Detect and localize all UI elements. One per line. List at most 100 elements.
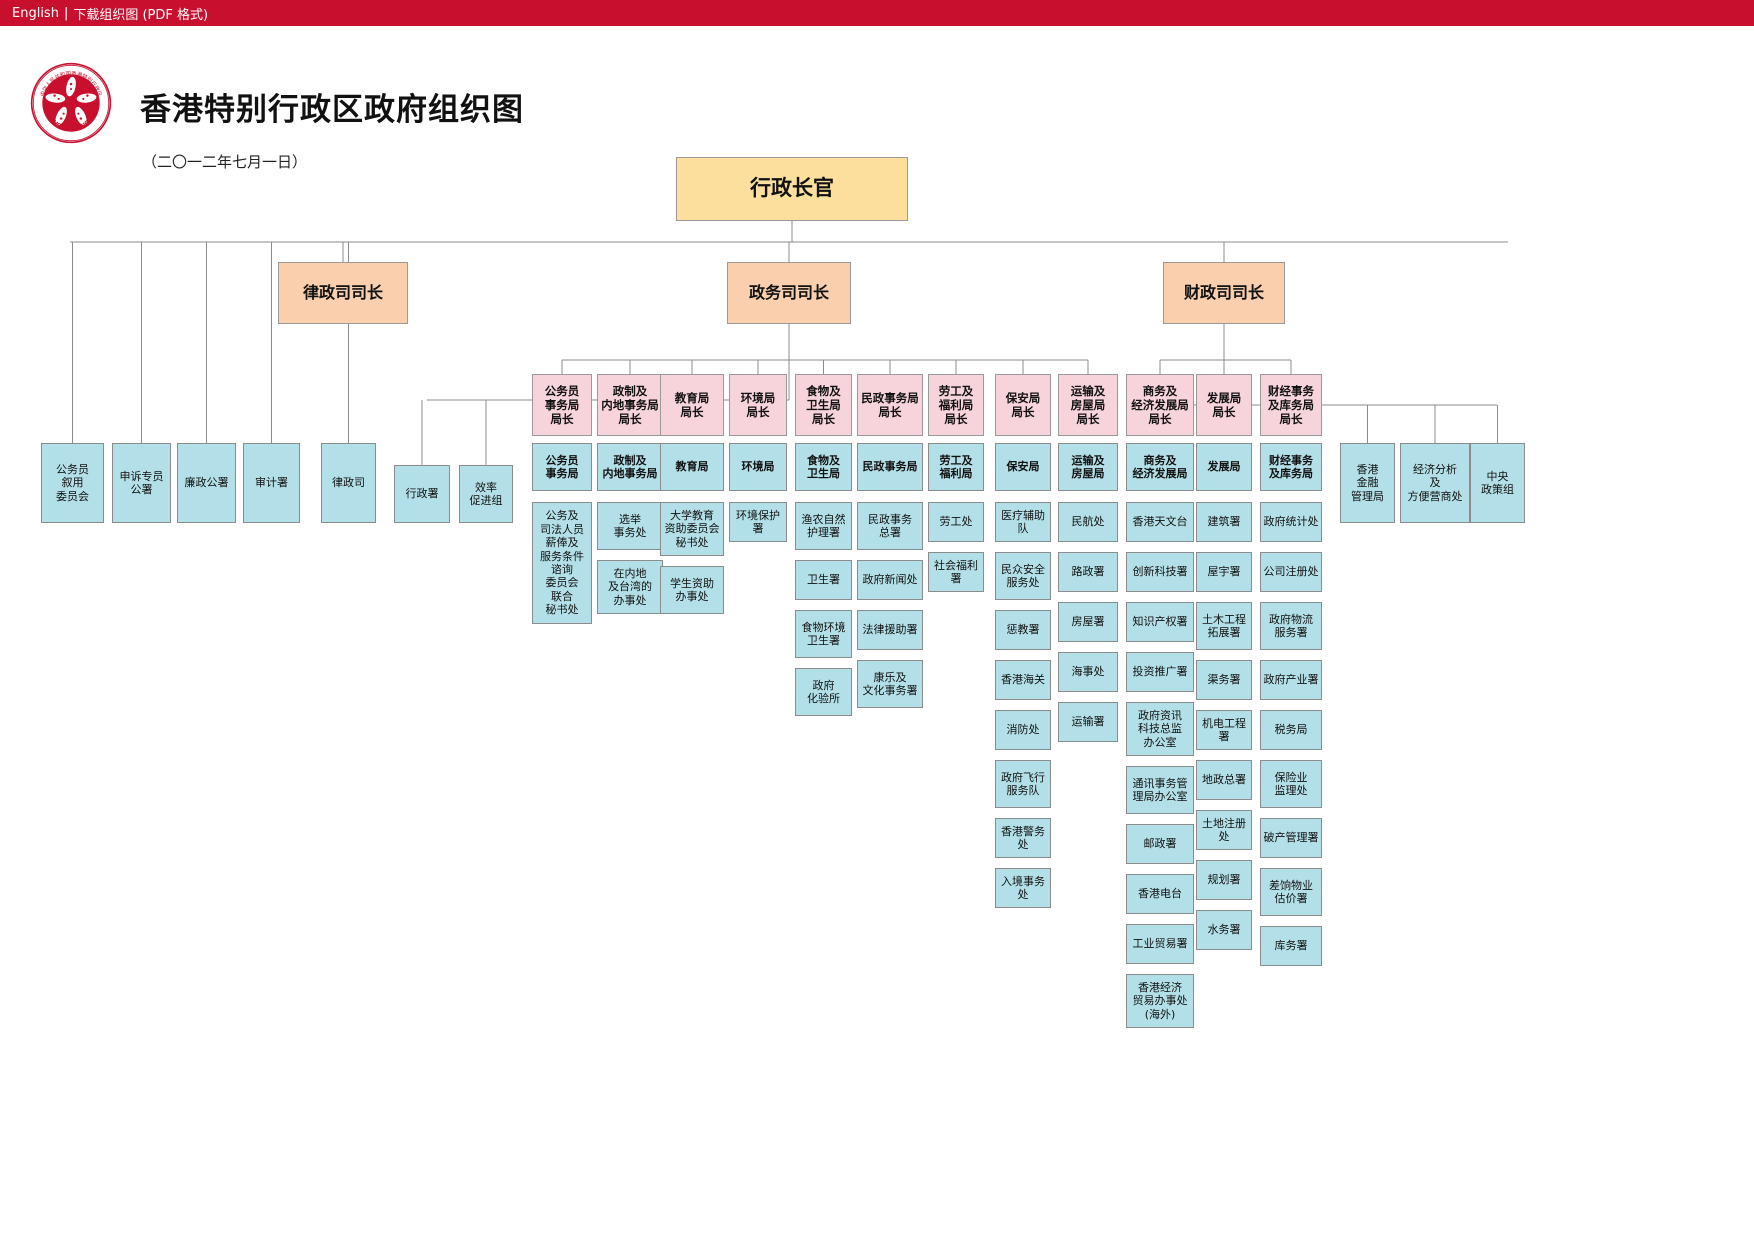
chief-secretary-box[interactable]: 政务司司长 bbox=[727, 262, 851, 324]
department-box[interactable]: 公务及司法人员薪俸及服务条件谘询委员会联合秘书处 bbox=[532, 502, 592, 624]
department-box[interactable]: 房屋署 bbox=[1058, 602, 1118, 642]
department-box[interactable]: 建筑署 bbox=[1196, 502, 1252, 542]
secretary-for-justice-box[interactable]: 律政司司长 bbox=[278, 262, 408, 324]
department-box[interactable]: 劳工处 bbox=[928, 502, 984, 542]
bureau-secretary-box[interactable]: 财经事务及库务局局长 bbox=[1260, 374, 1322, 436]
bureau-box[interactable]: 运输及房屋局 bbox=[1058, 443, 1118, 491]
bureau-box-label: 公务员事务局 bbox=[545, 453, 579, 480]
bureau-box[interactable]: 发展局 bbox=[1196, 443, 1252, 491]
department-box[interactable]: 香港天文台 bbox=[1126, 502, 1194, 542]
department-box[interactable]: 库务署 bbox=[1260, 926, 1322, 966]
bureau-secretary-box[interactable]: 民政事务局局长 bbox=[857, 374, 923, 436]
bureau-secretary-box[interactable]: 发展局局长 bbox=[1196, 374, 1252, 436]
department-box[interactable]: 运输署 bbox=[1058, 702, 1118, 742]
ce-unit-box[interactable]: 审计署 bbox=[243, 443, 300, 523]
department-box[interactable]: 路政署 bbox=[1058, 552, 1118, 592]
cs-office-unit-box[interactable]: 效率促进组 bbox=[459, 465, 513, 523]
english-language-link[interactable]: English bbox=[12, 5, 59, 21]
department-box[interactable]: 在内地及台湾的办事处 bbox=[597, 560, 663, 614]
department-box[interactable]: 政府统计处 bbox=[1260, 502, 1322, 542]
bureau-box[interactable]: 环境局 bbox=[729, 443, 787, 491]
ce-unit-box[interactable]: 申诉专员公署 bbox=[112, 443, 171, 523]
department-box[interactable]: 机电工程署 bbox=[1196, 710, 1252, 750]
fs-unit-box[interactable]: 经济分析及方便营商处 bbox=[1400, 443, 1470, 523]
department-box[interactable]: 土木工程拓展署 bbox=[1196, 602, 1252, 650]
department-box-label: 香港电台 bbox=[1138, 887, 1182, 901]
department-box[interactable]: 海事处 bbox=[1058, 652, 1118, 692]
department-box[interactable]: 土地注册处 bbox=[1196, 810, 1252, 850]
cs-office-unit-box[interactable]: 行政署 bbox=[394, 465, 450, 523]
department-box[interactable]: 邮政署 bbox=[1126, 824, 1194, 864]
department-box[interactable]: 屋宇署 bbox=[1196, 552, 1252, 592]
bureau-secretary-box[interactable]: 运输及房屋局局长 bbox=[1058, 374, 1118, 436]
department-box[interactable]: 香港经济贸易办事处(海外) bbox=[1126, 974, 1194, 1028]
department-box[interactable]: 保险业监理处 bbox=[1260, 760, 1322, 808]
department-box[interactable]: 香港海关 bbox=[995, 660, 1051, 700]
department-box[interactable]: 税务局 bbox=[1260, 710, 1322, 750]
department-box[interactable]: 创新科技署 bbox=[1126, 552, 1194, 592]
department-box[interactable]: 康乐及文化事务署 bbox=[857, 660, 923, 708]
department-box[interactable]: 消防处 bbox=[995, 710, 1051, 750]
bureau-box[interactable]: 民政事务局 bbox=[857, 443, 923, 491]
bureau-box[interactable]: 保安局 bbox=[995, 443, 1051, 491]
department-box[interactable]: 投资推广署 bbox=[1126, 652, 1194, 692]
department-box[interactable]: 惩教署 bbox=[995, 610, 1051, 650]
department-box[interactable]: 地政总署 bbox=[1196, 760, 1252, 800]
department-box[interactable]: 民政事务总署 bbox=[857, 502, 923, 550]
department-box[interactable]: 差饷物业估价署 bbox=[1260, 868, 1322, 916]
department-box[interactable]: 环境保护署 bbox=[729, 502, 787, 542]
department-box[interactable]: 选举事务处 bbox=[597, 502, 663, 550]
bureau-box[interactable]: 劳工及福利局 bbox=[928, 443, 984, 491]
bureau-box[interactable]: 公务员事务局 bbox=[532, 443, 592, 491]
department-box[interactable]: 政府产业署 bbox=[1260, 660, 1322, 700]
department-box[interactable]: 规划署 bbox=[1196, 860, 1252, 900]
bureau-secretary-box[interactable]: 公务员事务局局长 bbox=[532, 374, 592, 436]
department-box[interactable]: 政府物流服务署 bbox=[1260, 602, 1322, 650]
fs-unit-box[interactable]: 香港金融管理局 bbox=[1340, 443, 1395, 523]
department-of-justice-box[interactable]: 律政司 bbox=[321, 443, 376, 523]
bureau-box[interactable]: 政制及内地事务局 bbox=[597, 443, 663, 491]
chief-executive-box[interactable]: 行政长官 bbox=[676, 157, 908, 221]
department-box[interactable]: 卫生署 bbox=[795, 560, 852, 600]
department-box[interactable]: 法律援助署 bbox=[857, 610, 923, 650]
download-pdf-link[interactable]: 下载组织图 (PDF 格式) bbox=[73, 7, 209, 23]
fs-unit-box[interactable]: 中央政策组 bbox=[1470, 443, 1525, 523]
department-box[interactable]: 知识产权署 bbox=[1126, 602, 1194, 642]
bureau-secretary-box[interactable]: 食物及卫生局局长 bbox=[795, 374, 852, 436]
department-box[interactable]: 香港电台 bbox=[1126, 874, 1194, 914]
financial-secretary-box[interactable]: 财政司司长 bbox=[1163, 262, 1285, 324]
department-box[interactable]: 水务署 bbox=[1196, 910, 1252, 950]
department-box[interactable]: 破产管理署 bbox=[1260, 818, 1322, 858]
bureau-secretary-box[interactable]: 环境局局长 bbox=[729, 374, 787, 436]
department-box[interactable]: 政府资讯科技总监办公室 bbox=[1126, 702, 1194, 756]
ce-unit-box[interactable]: 廉政公署 bbox=[177, 443, 236, 523]
department-box[interactable]: 公司注册处 bbox=[1260, 552, 1322, 592]
department-box[interactable]: 入境事务处 bbox=[995, 868, 1051, 908]
department-box[interactable]: 渠务署 bbox=[1196, 660, 1252, 700]
bureau-secretary-box[interactable]: 保安局局长 bbox=[995, 374, 1051, 436]
department-box[interactable]: 大学教育资助委员会秘书处 bbox=[660, 502, 724, 556]
department-box[interactable]: 医疗辅助队 bbox=[995, 502, 1051, 542]
bureau-box[interactable]: 食物及卫生局 bbox=[795, 443, 852, 491]
department-box[interactable]: 通讯事务管理局办公室 bbox=[1126, 766, 1194, 814]
department-box[interactable]: 政府飞行服务队 bbox=[995, 760, 1051, 808]
bureau-secretary-box[interactable]: 商务及经济发展局局长 bbox=[1126, 374, 1194, 436]
bureau-box[interactable]: 商务及经济发展局 bbox=[1126, 443, 1194, 491]
bureau-secretary-box[interactable]: 政制及内地事务局局长 bbox=[597, 374, 663, 436]
department-box[interactable]: 政府化验所 bbox=[795, 668, 852, 716]
department-box[interactable]: 香港警务处 bbox=[995, 818, 1051, 858]
bureau-box[interactable]: 财经事务及库务局 bbox=[1260, 443, 1322, 491]
department-box[interactable]: 政府新闻处 bbox=[857, 560, 923, 600]
department-box[interactable]: 民航处 bbox=[1058, 502, 1118, 542]
department-box[interactable]: 食物环境卫生署 bbox=[795, 610, 852, 658]
department-box[interactable]: 渔农自然护理署 bbox=[795, 502, 852, 550]
bureau-secretary-box[interactable]: 教育局局长 bbox=[660, 374, 724, 436]
bureau-secretary-box[interactable]: 劳工及福利局局长 bbox=[928, 374, 984, 436]
department-box[interactable]: 民众安全服务处 bbox=[995, 552, 1051, 600]
ce-unit-box[interactable]: 公务员叙用委员会 bbox=[41, 443, 104, 523]
bureau-box[interactable]: 教育局 bbox=[660, 443, 724, 491]
department-of-justice-box-label: 律政司 bbox=[332, 476, 365, 490]
department-box[interactable]: 学生资助办事处 bbox=[660, 566, 724, 614]
department-box[interactable]: 社会福利署 bbox=[928, 552, 984, 592]
department-box[interactable]: 工业贸易署 bbox=[1126, 924, 1194, 964]
